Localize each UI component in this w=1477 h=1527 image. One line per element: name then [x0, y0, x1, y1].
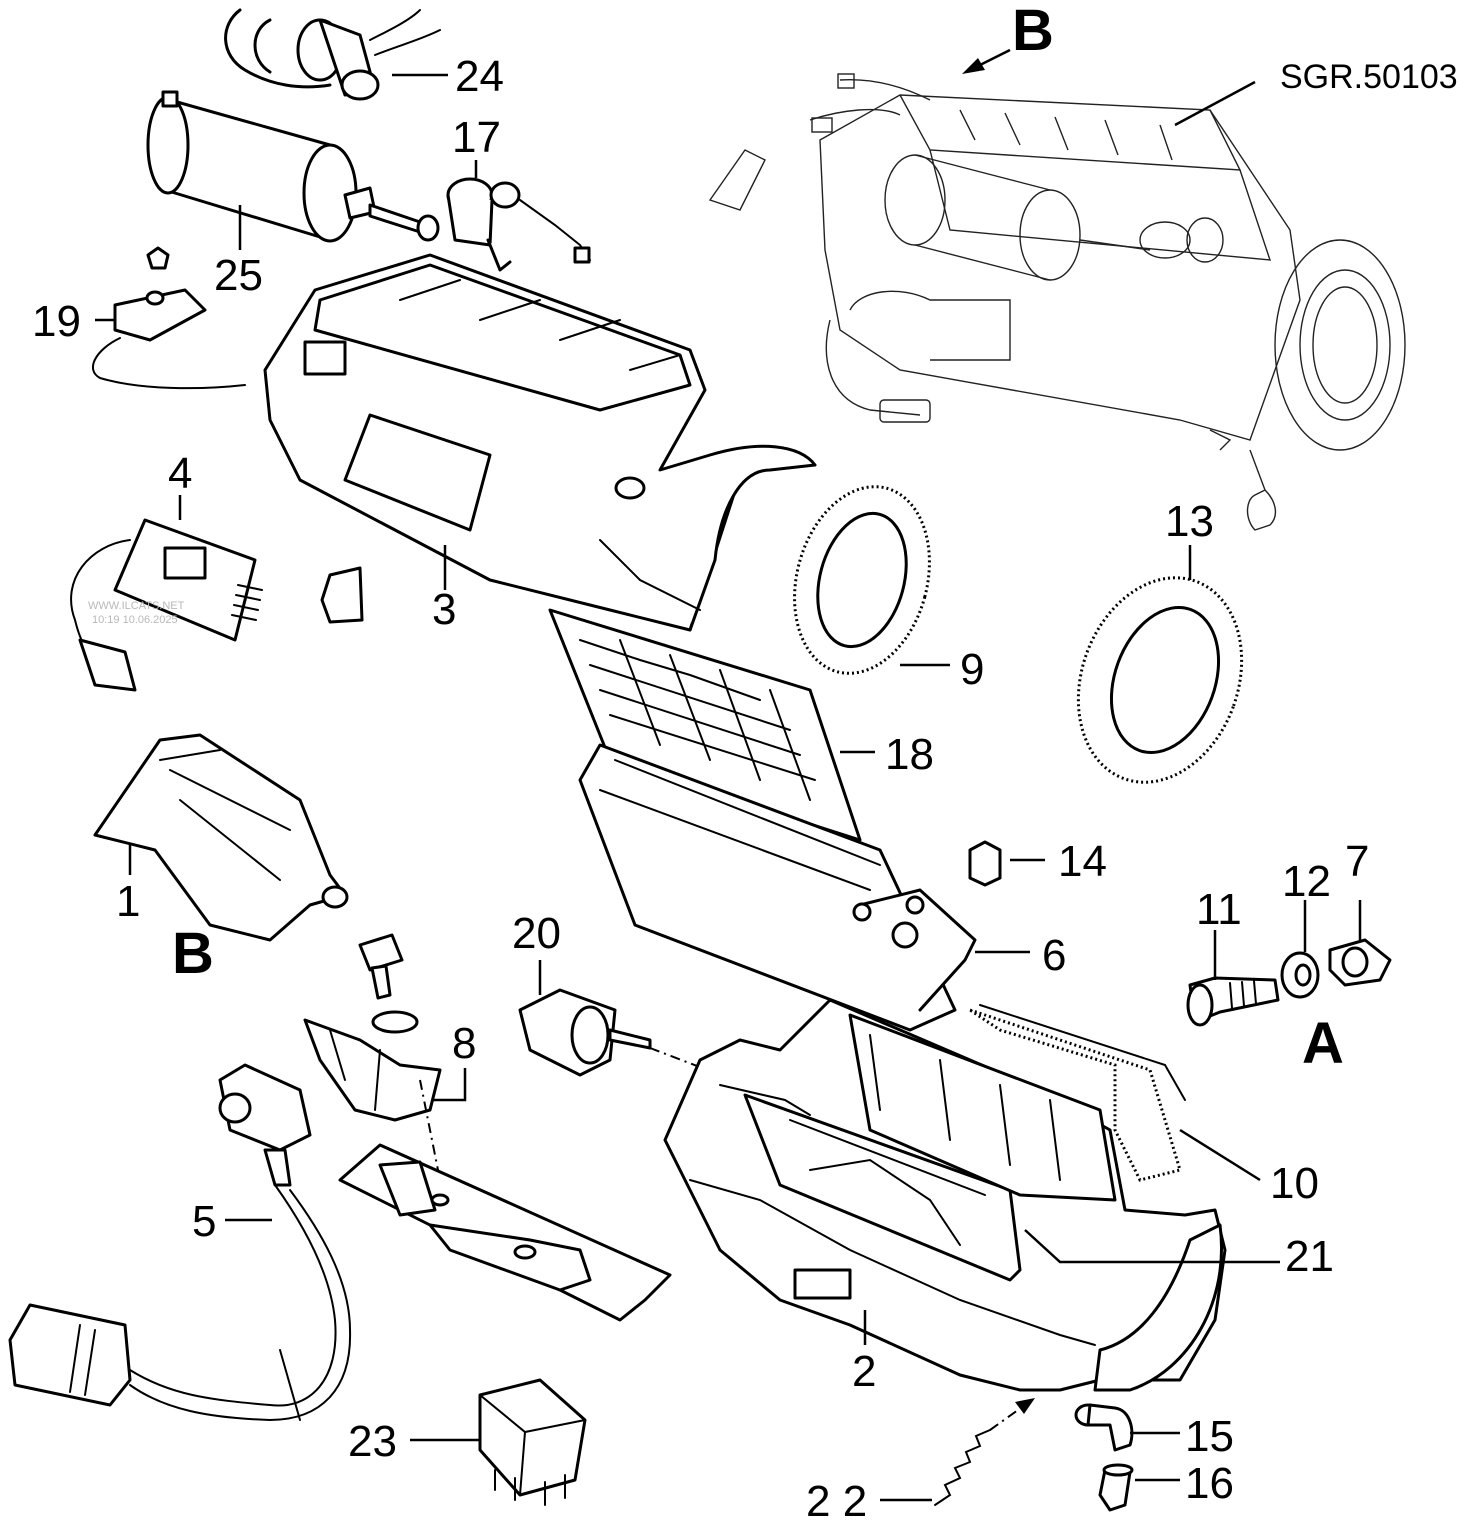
- watermark-line-2: 10:19 10.06.2025: [92, 614, 178, 626]
- part-21-leader: [1024, 1229, 1280, 1264]
- callout-19: 19: [32, 297, 81, 346]
- callout-6: 6: [1042, 931, 1067, 980]
- part-19-sensor: [91, 246, 246, 390]
- callout-17: 17: [452, 113, 501, 162]
- callout-21: 21: [1285, 1232, 1334, 1281]
- callout-3: 3: [432, 585, 457, 634]
- callout-24: 24: [455, 52, 504, 101]
- part-8-bracket: [303, 933, 467, 1181]
- mounting-plate: [338, 1143, 672, 1322]
- part-13-foam-seal: [1076, 545, 1244, 784]
- callout-15: 15: [1185, 1412, 1234, 1461]
- callout-11: 11: [1196, 885, 1242, 934]
- part-7-nut: [1328, 900, 1392, 987]
- part-24-wiring-harness: [224, 8, 448, 101]
- callout-13: 13: [1165, 497, 1214, 546]
- watermark-line-1: WWW.ILCATS.NET: [88, 600, 185, 612]
- callout-8: 8: [452, 1019, 477, 1068]
- mounting-clip: [320, 566, 364, 624]
- part-6-heater-core: [578, 743, 1030, 1032]
- part-2-lower-housing: [663, 998, 1227, 1392]
- reference-leader: [1174, 80, 1256, 127]
- part-12-washer: [1280, 900, 1320, 999]
- callout-10: 10: [1270, 1159, 1319, 1208]
- callout-1: 1: [116, 877, 141, 926]
- part-4-control-module: [70, 495, 263, 692]
- part-9-foam-seal: [793, 485, 950, 675]
- part-16-drain-cap: [1098, 1463, 1180, 1512]
- callout-23: 23: [348, 1417, 397, 1466]
- part-20-actuator: [518, 960, 761, 1091]
- part-22-spring: [880, 1398, 1035, 1506]
- part-15-drain-elbow: [1074, 1403, 1180, 1452]
- callout-25: 25: [214, 251, 263, 300]
- callout-18: 18: [885, 730, 934, 779]
- part-18-filter: [548, 608, 875, 842]
- callout-22: 2 2: [806, 1477, 868, 1526]
- view-mark-a: A: [1302, 1011, 1344, 1076]
- part-5-wiring-harness: [8, 1063, 352, 1422]
- part-3-upper-housing: [263, 253, 817, 632]
- callout-5: 5: [192, 1197, 217, 1246]
- callout-14: 14: [1058, 837, 1107, 886]
- part-10-gasket: [969, 1004, 1261, 1182]
- callout-12: 12: [1282, 857, 1331, 906]
- part-11-bolt: [1186, 930, 1280, 1027]
- view-b-arrow-top: [962, 48, 1011, 74]
- part-14-bushing: [968, 840, 1045, 887]
- assembled-heater-overview: [708, 73, 1406, 531]
- view-mark-b-left: B: [172, 921, 214, 986]
- callout-20: 20: [512, 909, 561, 958]
- part-23-relay: [410, 1378, 587, 1506]
- callout-7: 7: [1345, 837, 1370, 886]
- callout-4: 4: [168, 449, 193, 498]
- drawing-reference: SGR.50103: [1280, 58, 1458, 96]
- callout-2: 2: [852, 1347, 877, 1396]
- callout-16: 16: [1185, 1459, 1234, 1508]
- part-1-air-duct: [93, 733, 349, 942]
- part-25-blower-motor: [146, 90, 440, 250]
- callout-9: 9: [960, 645, 985, 694]
- view-mark-b-top: B: [1012, 0, 1054, 63]
- part-17-valve: [446, 160, 591, 272]
